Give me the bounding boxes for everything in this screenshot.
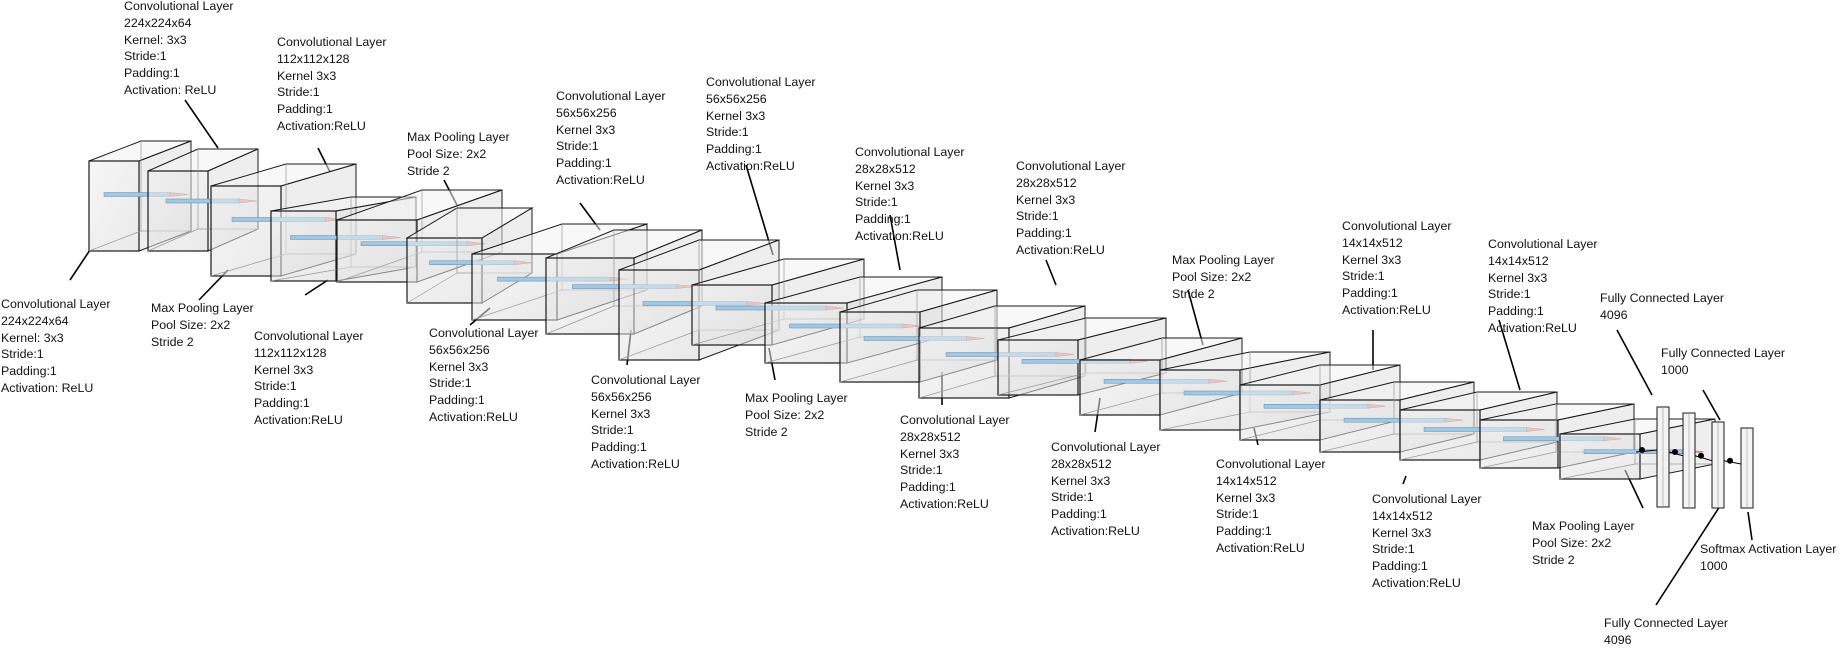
leader-line xyxy=(1498,319,1521,391)
box-front-face xyxy=(471,253,558,321)
leader-line xyxy=(1187,289,1204,346)
box-back-edge xyxy=(839,359,918,383)
box-front-face xyxy=(1079,359,1161,416)
box-front-face xyxy=(1479,419,1559,469)
box-back-edge xyxy=(1239,419,1321,441)
box-back-edge xyxy=(918,375,996,399)
leader-line xyxy=(184,99,219,149)
box-back-edge xyxy=(545,305,615,335)
box-back-edge xyxy=(1479,451,1557,469)
filter-bar xyxy=(1583,449,1686,454)
box-front-face xyxy=(336,219,418,283)
box-front-face xyxy=(270,210,337,282)
layer-boxes xyxy=(88,140,1716,480)
leader-line xyxy=(1402,475,1407,485)
fc-connector-node xyxy=(1727,457,1733,464)
box-front-face xyxy=(1159,369,1241,431)
box-front-face xyxy=(210,185,282,277)
box-back-edge xyxy=(1159,411,1251,431)
box-back-edge xyxy=(147,228,199,252)
fc-connector-line xyxy=(1694,455,1713,462)
fc-connector-line xyxy=(1723,460,1742,465)
box-front-face xyxy=(764,302,848,364)
box-back-edge xyxy=(1079,392,1163,416)
box-front-face xyxy=(691,284,773,346)
box-back-edge xyxy=(1559,463,1636,480)
box-back-edge xyxy=(618,329,700,361)
leader-line xyxy=(1747,511,1753,541)
fc-connector-line xyxy=(1635,449,1658,453)
box-front-face xyxy=(997,339,1079,396)
box-front-face xyxy=(1559,433,1641,480)
box-back-edge xyxy=(406,272,458,304)
leader-line xyxy=(1702,389,1721,421)
leader-line xyxy=(1655,505,1721,606)
leader-line xyxy=(69,249,91,281)
leader-line xyxy=(304,279,329,296)
box-front-face xyxy=(1239,384,1321,441)
leader-line xyxy=(1616,329,1653,396)
box-front-face xyxy=(1319,399,1401,453)
box-front-face xyxy=(918,327,1010,399)
box-front-face xyxy=(147,170,209,252)
fc-connector-line xyxy=(1668,451,1684,457)
box-front-face xyxy=(406,237,483,304)
fully-connected-bars xyxy=(1635,406,1754,509)
box-back-edge xyxy=(88,230,142,252)
box-front-face xyxy=(1399,409,1481,461)
box-back-edge xyxy=(1399,441,1478,461)
box-front-face xyxy=(618,269,700,361)
leader-line xyxy=(889,214,901,271)
box-back-edge xyxy=(1319,433,1395,453)
box-front-face xyxy=(839,311,921,383)
leader-line xyxy=(1045,259,1057,286)
box-front-face xyxy=(88,160,140,252)
box-back-edge xyxy=(997,372,1087,396)
